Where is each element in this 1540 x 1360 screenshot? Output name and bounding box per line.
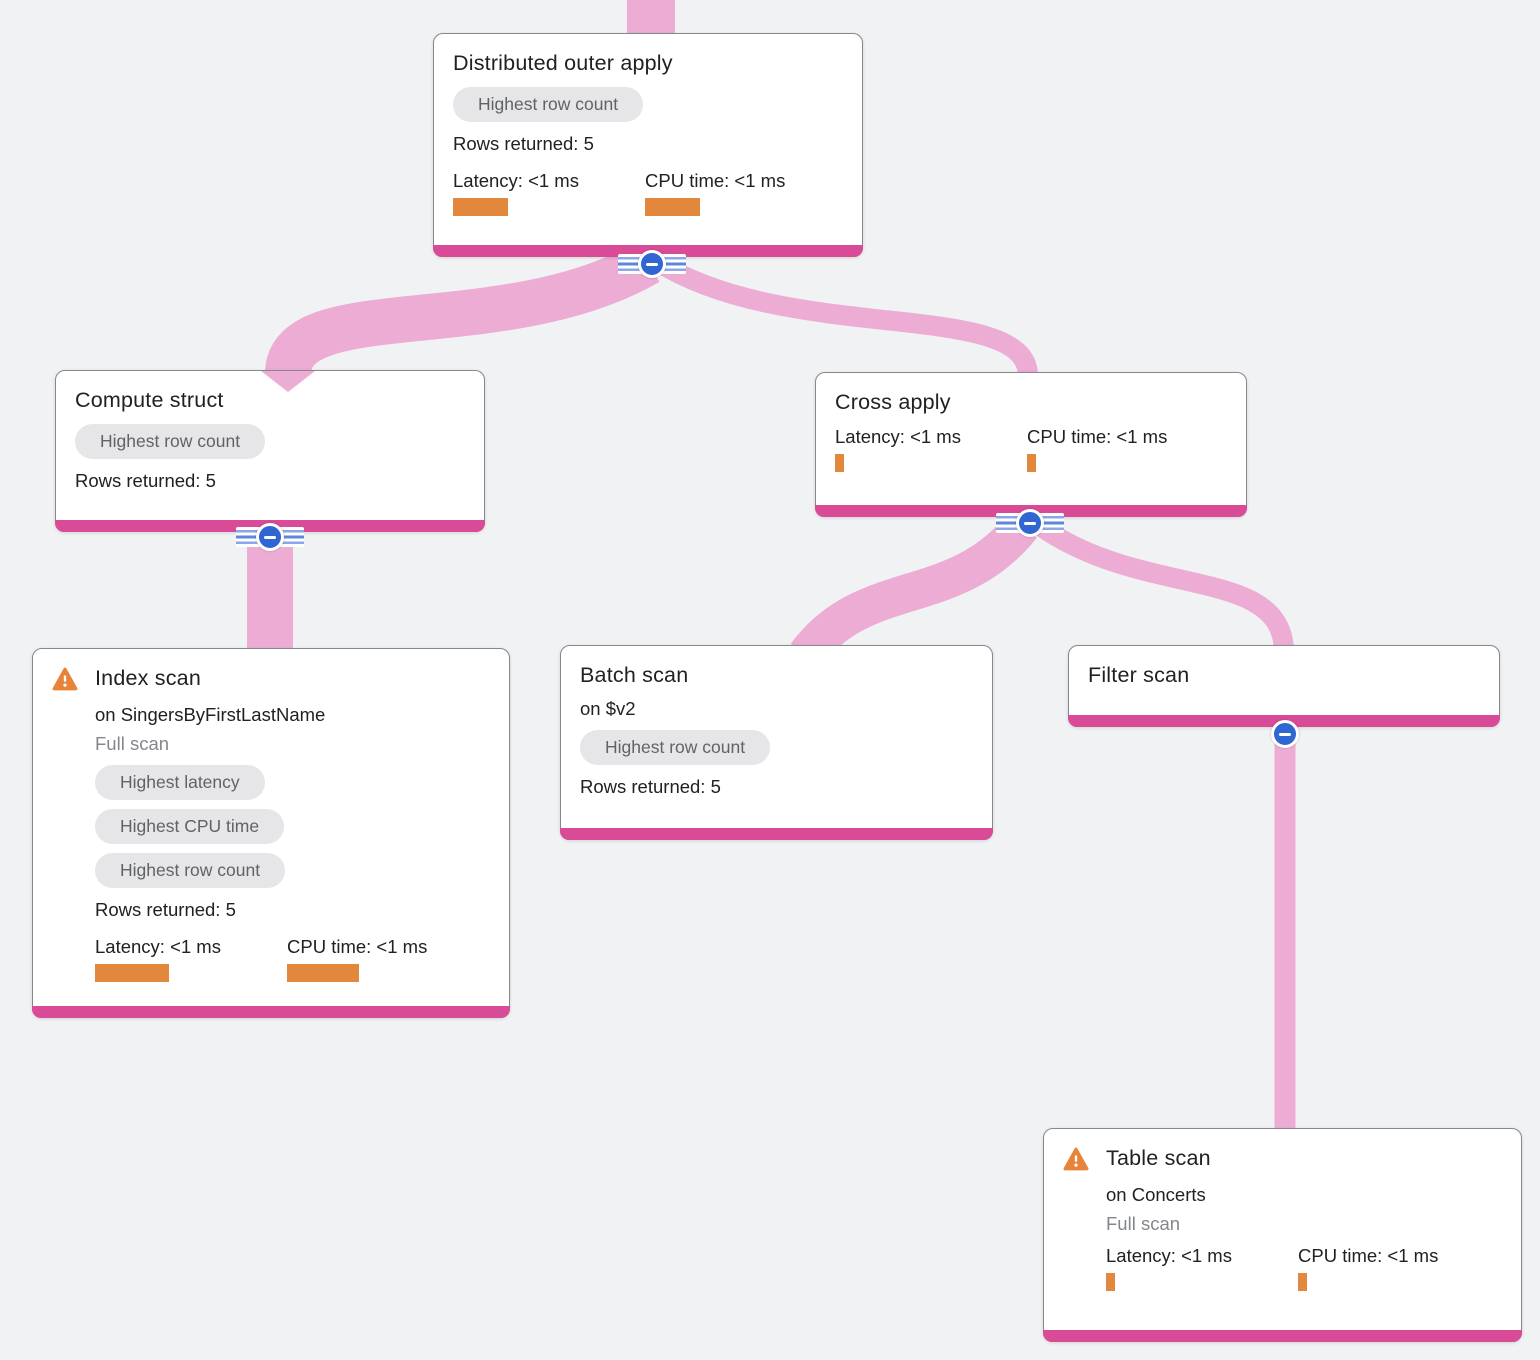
badge-highest-cpu-time: Highest CPU time: [95, 809, 285, 844]
badge-highest-row-count: Highest row count: [580, 730, 771, 765]
latency-bar: [453, 198, 508, 216]
node-batch-scan[interactable]: Batch scan on $v2 Highest row count Rows…: [560, 645, 993, 840]
cpu-time-label: CPU time: <1 ms: [645, 170, 786, 191]
edge-root-to-cross-apply: [652, 253, 1038, 378]
rows-returned: Rows returned: 5: [95, 899, 236, 920]
node-bottom-accent: [560, 828, 993, 840]
edge-arrowhead-compute-struct: [261, 371, 315, 392]
cpu-time-bar: [1027, 454, 1036, 472]
scan-type: Full scan: [95, 733, 170, 754]
badge-highest-row-count: Highest row count: [75, 424, 266, 459]
node-index-scan[interactable]: Index scan on SingersByFirstLastName Ful…: [32, 648, 510, 1018]
node-title: Filter scan: [1088, 663, 1190, 687]
scan-type: Full scan: [1106, 1213, 1181, 1234]
collapse-button-cross-apply[interactable]: [1016, 509, 1044, 537]
latency-label: Latency: <1 ms: [835, 426, 961, 447]
collapse-button-filter-scan[interactable]: [1271, 720, 1299, 748]
latency-bar: [1106, 1273, 1115, 1291]
edge-cross-apply-to-batch-scan: [790, 513, 1037, 667]
cpu-time-label: CPU time: <1 ms: [1027, 426, 1168, 447]
latency-label: Latency: <1 ms: [1106, 1245, 1232, 1266]
node-title: Compute struct: [75, 388, 224, 412]
latency-bar: [835, 454, 844, 472]
node-subtitle: on Concerts: [1106, 1184, 1206, 1205]
latency-bar: [95, 964, 169, 982]
badge-highest-row-count: Highest row count: [453, 87, 644, 122]
node-title: Cross apply: [835, 390, 951, 414]
rows-returned: Rows returned: 5: [453, 133, 594, 154]
node-table-scan[interactable]: Table scan on Concerts Full scan Latency…: [1043, 1128, 1522, 1342]
cpu-time-bar: [1298, 1273, 1307, 1291]
cpu-time-bar: [645, 198, 700, 216]
node-filter-scan[interactable]: Filter scan: [1068, 645, 1500, 727]
node-cross-apply[interactable]: Cross apply Latency: <1 ms CPU time: <1 …: [815, 372, 1247, 517]
node-distributed-outer-apply[interactable]: Distributed outer apply Highest row coun…: [433, 33, 863, 257]
node-title: Distributed outer apply: [453, 51, 673, 75]
badge-highest-latency: Highest latency: [95, 765, 265, 800]
cpu-time-label: CPU time: <1 ms: [1298, 1245, 1439, 1266]
latency-label: Latency: <1 ms: [453, 170, 579, 191]
warning-icon: [1063, 1147, 1089, 1176]
cpu-time-label: CPU time: <1 ms: [287, 936, 428, 957]
cpu-time-bar: [287, 964, 359, 982]
node-title: Table scan: [1106, 1146, 1211, 1170]
rows-returned: Rows returned: 5: [75, 470, 216, 491]
edge-cross-apply-to-filter-scan: [1034, 517, 1294, 653]
node-subtitle: on SingersByFirstLastName: [95, 704, 326, 725]
latency-label: Latency: <1 ms: [95, 936, 221, 957]
warning-icon: [52, 667, 78, 696]
node-compute-struct[interactable]: Compute struct Highest row count Rows re…: [55, 370, 485, 532]
collapse-button-distributed-outer-apply[interactable]: [638, 250, 666, 278]
node-title: Batch scan: [580, 663, 689, 687]
collapse-button-compute-struct[interactable]: [256, 523, 284, 551]
badge-highest-row-count: Highest row count: [95, 853, 286, 888]
edge-root-to-compute-struct: [265, 241, 660, 377]
rows-returned: Rows returned: 5: [580, 776, 721, 797]
node-bottom-accent: [32, 1006, 510, 1018]
node-title: Index scan: [95, 666, 201, 690]
node-bottom-accent: [1043, 1330, 1522, 1342]
node-subtitle: on $v2: [580, 698, 636, 719]
